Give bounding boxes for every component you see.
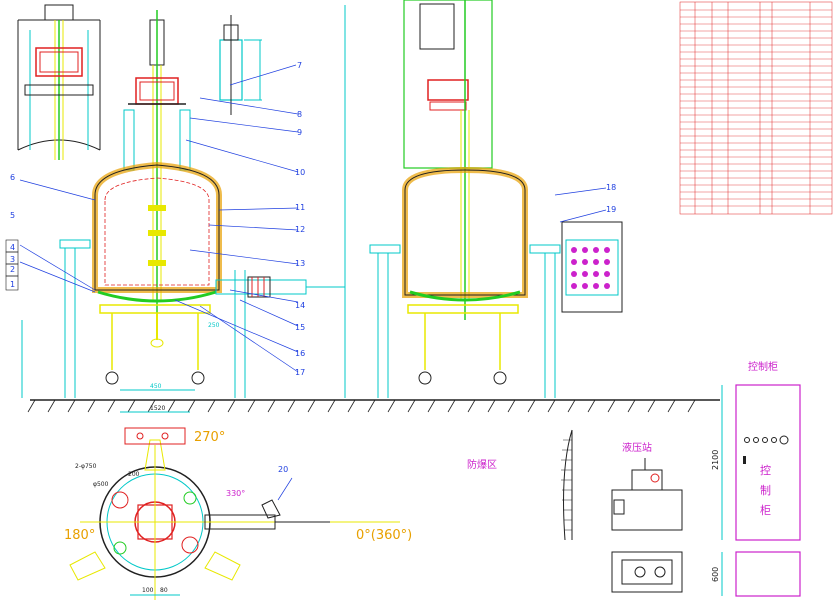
cabinet-char-2: 制 — [760, 484, 771, 497]
callout-7: 7 — [297, 61, 302, 70]
callout-5: 5 — [10, 211, 15, 220]
callout-labels-left: 1 2 3 4 5 6 7 8 9 10 11 12 13 14 15 16 1… — [10, 61, 305, 377]
callout-11: 11 — [295, 203, 305, 212]
explosion-zone-label: 防爆区 — [467, 458, 497, 471]
plan-view: 20 100 80 200 2-φ750 φ500 1520 — [69, 405, 400, 600]
explosion-zone: 防爆区 — [467, 429, 573, 541]
dim-80: 80 — [160, 587, 168, 594]
control-box: 18 19 — [554, 183, 623, 313]
dim-cabinet-600: 600 — [711, 567, 720, 582]
dim-450: 450 — [150, 383, 162, 390]
control-cabinet-title: 控制柜 — [748, 360, 778, 373]
parts-table-rows — [680, 9, 832, 207]
dim-200: 200 — [128, 471, 140, 478]
callout-13: 13 — [295, 259, 305, 268]
dim-phi500: φ500 — [93, 481, 109, 488]
angle-180: 180° — [64, 528, 95, 543]
callout-10: 10 — [295, 168, 305, 177]
angle-0: 0°(360°) — [356, 528, 412, 543]
callout-3: 3 — [10, 255, 15, 264]
callout-15: 15 — [295, 323, 305, 332]
dim-250: 250 — [208, 322, 220, 329]
drive-detail-view — [17, 4, 101, 160]
callout-6: 6 — [10, 173, 15, 182]
callout-9: 9 — [297, 128, 302, 137]
callout-2: 2 — [10, 265, 15, 274]
cabinet-char-3: 柜 — [760, 504, 771, 517]
dim-1520: 1520 — [150, 405, 165, 412]
callout-20: 20 — [278, 465, 288, 474]
cabinet-char-1: 控 — [760, 463, 771, 477]
reactor-front-view: 450 250 — [21, 10, 345, 398]
callouts-left — [19, 64, 299, 373]
hydraulic-station-label: 液压站 — [622, 441, 652, 454]
callout-16: 16 — [295, 349, 305, 358]
reactor-side-view — [344, 0, 561, 398]
ground — [27, 399, 720, 413]
control-cabinet: 控制柜 控 制 柜 2100 600 — [711, 360, 801, 597]
callout-1: 1 — [10, 280, 15, 289]
angle-270: 270° — [194, 430, 225, 445]
filter-detail — [219, 15, 262, 115]
angle-330: 330° — [226, 489, 245, 498]
dim-2phi750: 2-φ750 — [75, 463, 97, 470]
callout-4: 4 — [10, 243, 15, 252]
callout-14: 14 — [295, 301, 305, 310]
angle-labels: 270° 180° 0°(360°) 330° — [64, 430, 412, 543]
callout-19: 19 — [606, 205, 616, 214]
callout-18: 18 — [606, 183, 616, 192]
callout-17: 17 — [295, 368, 305, 377]
callout-boxes — [5, 239, 19, 291]
callout-8: 8 — [297, 110, 302, 119]
dim-cabinet-2100: 2100 — [711, 450, 720, 470]
callout-12: 12 — [295, 225, 305, 234]
hydraulic-station: 液压站 — [611, 441, 683, 593]
dim-100: 100 — [142, 587, 154, 594]
